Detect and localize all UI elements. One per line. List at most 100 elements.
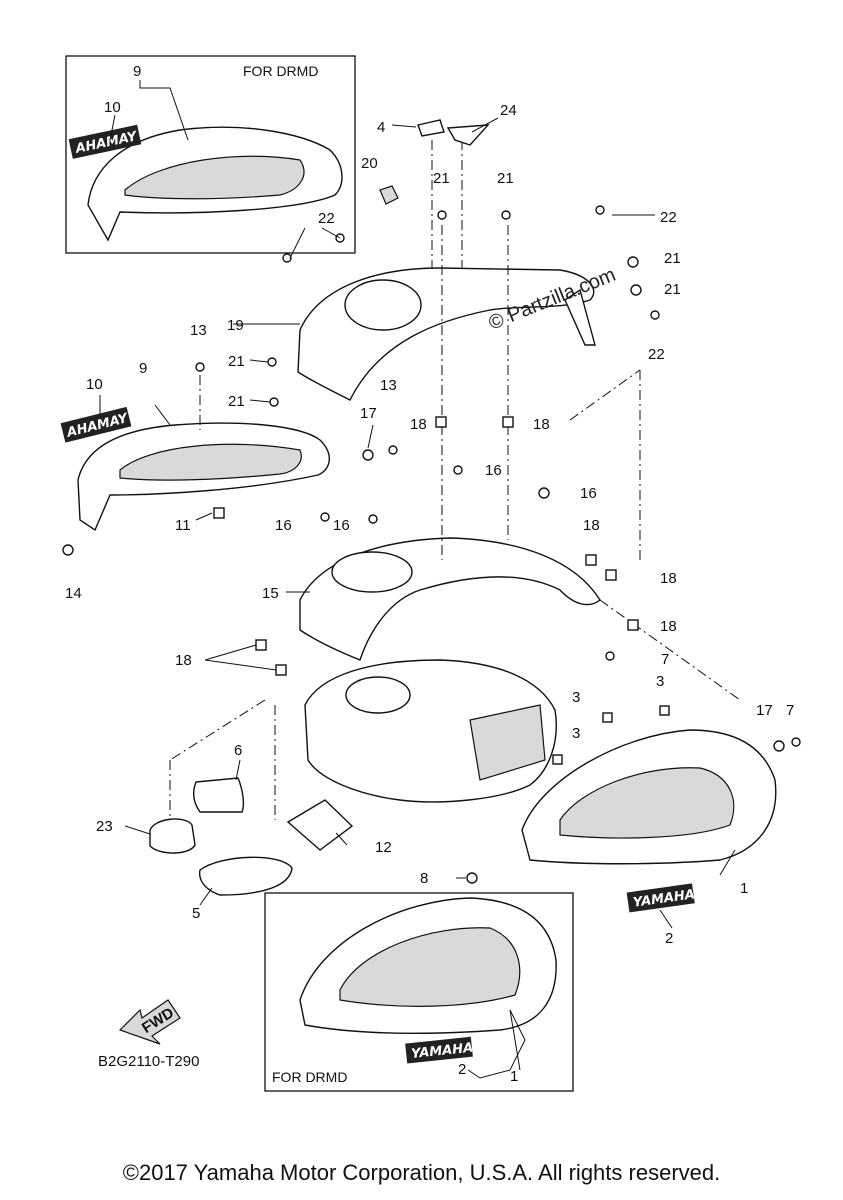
bolt-8 [466,872,478,884]
screw-22c [595,205,605,215]
clip-18a [435,416,447,428]
screw-16a [453,465,463,475]
callout: 18 [533,416,550,433]
callout: 12 [375,839,392,856]
screw-22d [650,310,660,320]
screw-16b [538,487,550,499]
pad-24 [446,124,490,146]
screw-22a [282,253,292,263]
drawing-code: B2G2110-T290 [98,1053,199,1070]
pad-6 [192,777,245,813]
bolt-14 [62,544,74,556]
callout: 18 [660,618,677,635]
washer-17b [773,740,785,752]
bolt-13b [388,445,398,455]
screw-21b [501,210,511,220]
pad-12 [286,799,354,851]
inset-top-left: FOR DRMD AHAMAY [65,55,356,254]
svg-text:YAMAHA: YAMAHA [411,1041,474,1062]
callout: 7 [661,651,669,668]
screw-21e [267,357,277,367]
cap-4 [417,119,445,137]
callout: 16 [485,462,502,479]
bolt-7b [791,737,801,747]
screw-16d [368,514,378,524]
callout: 22 [660,209,677,226]
inset-title-bottom: FOR DRMD [272,1069,347,1085]
callout: 16 [580,485,597,502]
callout: 6 [234,742,242,759]
nut-3c [552,754,563,765]
callout-labels: 9 10 24 4 20 21 21 22 22 21 21 13 19 21 … [65,63,794,1085]
fuel-tank [304,659,557,803]
callout: 1 [740,880,748,897]
callout: 21 [228,353,245,370]
screw-21a [437,210,447,220]
fwd-arrow-shape [118,999,181,1045]
cover-15 [299,537,601,661]
nut-3b [659,705,670,716]
bolt-7a [605,651,615,661]
nut-3a [602,712,613,723]
callout: 1 [510,1068,518,1085]
assembly-guide-lines [169,140,741,820]
callout: 17 [360,405,377,422]
callout: 13 [190,322,207,339]
callout: 24 [500,102,517,119]
clip-18g [275,664,287,676]
callout: 8 [420,870,428,887]
callout: 22 [318,210,335,227]
callout: 3 [572,725,580,742]
washer-17a [362,449,374,461]
clip-18c [585,554,597,566]
callout: 17 [756,702,773,719]
yamaha-decal-main: YAMAHA [626,883,696,913]
screw-21c [627,256,639,268]
bolt-13a [195,362,205,372]
callout: 2 [458,1061,466,1078]
clip-11 [213,507,225,519]
leader-lines [99,80,736,1079]
clip-20 [379,185,399,205]
screw-21d [630,284,642,296]
side-tank-cover-right: YAMAHA [521,729,777,913]
callout: 21 [228,393,245,410]
callout: 18 [175,652,192,669]
upper-tank-cover [297,267,596,401]
callout: 14 [65,585,82,602]
clip-18f [255,639,267,651]
inset-frame [65,55,356,254]
tank-filler-neck [345,676,411,714]
callout: 9 [139,360,147,377]
callout: 18 [660,570,677,587]
pad-23 [149,818,196,854]
callout: 15 [262,585,279,602]
callout: 21 [433,170,450,187]
callout: 16 [333,517,350,534]
callout: 20 [361,155,378,172]
fwd-arrow: FWD [118,999,181,1045]
copyright-notice: ©2017 Yamaha Motor Corporation, U.S.A. A… [122,1160,721,1185]
screw-21f [269,397,279,407]
callout: 23 [96,818,113,835]
callout: 16 [275,517,292,534]
inset-frame-bottom [264,892,574,1092]
callout: 19 [227,317,244,334]
callout: 21 [664,281,681,298]
clip-18d [605,569,617,581]
callout: 22 [648,346,665,363]
side-cover-main: AHAMAY [60,406,330,532]
callout: 21 [497,170,514,187]
lower-tank-cover [299,537,601,661]
clip-18e [627,619,639,631]
cover-1-panel [559,767,735,839]
cover-1-drmd-panel [339,927,521,1007]
callout: 10 [104,99,121,116]
filler-opening [344,279,422,331]
callout: 21 [664,250,681,267]
callout: 3 [572,689,580,706]
callout: 11 [175,517,191,534]
cover-9-panel [119,443,302,481]
pad-5 [198,856,293,896]
